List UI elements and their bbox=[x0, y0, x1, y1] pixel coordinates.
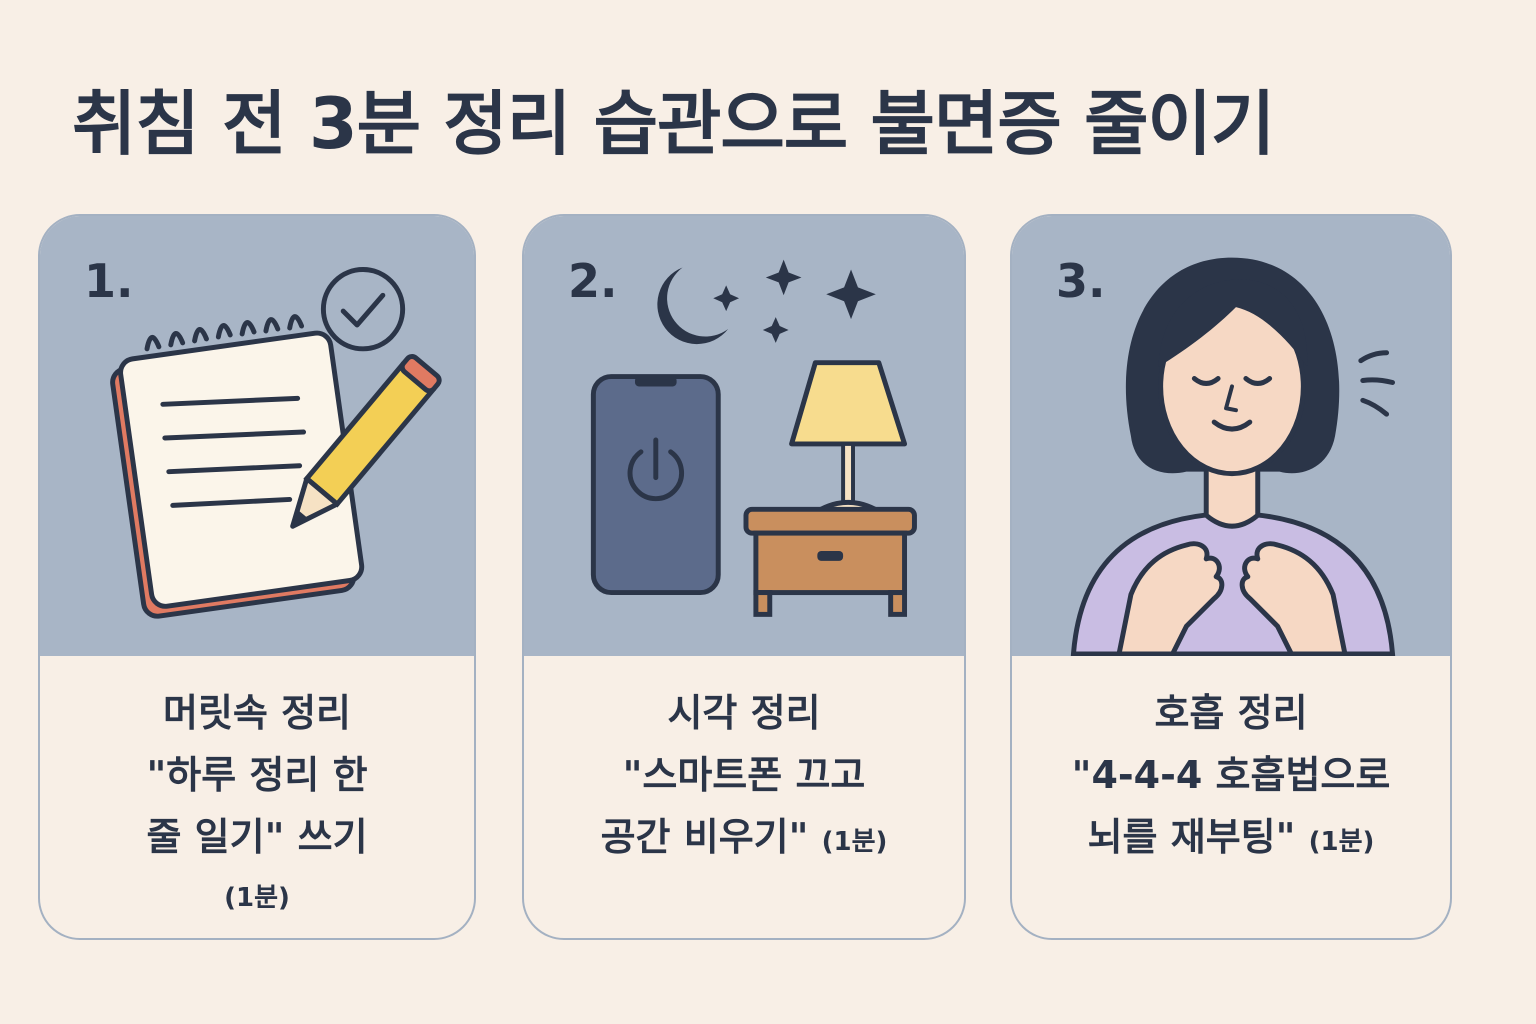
card-illustration: 1. bbox=[40, 216, 474, 656]
card-line-1: "4-4-4 호흡법으로 bbox=[1071, 753, 1391, 797]
pencil-icon bbox=[290, 354, 442, 529]
card-illustration: 2. bbox=[524, 216, 964, 656]
card-line-1: "스마트폰 끄고 bbox=[622, 753, 866, 797]
breathing-woman-illustration bbox=[1070, 257, 1396, 656]
duration-label: (1분) bbox=[1308, 827, 1375, 857]
card-illustration: 3. bbox=[1012, 216, 1450, 656]
card-caption: 시각 정리 "스마트폰 끄고 공간 비우기" (1분) bbox=[524, 682, 964, 873]
card-heading: 머릿속 정리 bbox=[162, 691, 352, 735]
card-line-1: "하루 정리 한 bbox=[146, 753, 368, 797]
checkmark-circle-icon bbox=[320, 267, 406, 352]
notepad-pencil-illustration bbox=[110, 267, 442, 619]
card-line-2: 공간 비우기" bbox=[600, 815, 809, 859]
breath-lines-icon bbox=[1358, 350, 1396, 417]
card-breath-organize: 3. 호흡 정리 "4-4-4 호흡법으로 뇌를 재부팅" (1분) bbox=[1010, 214, 1452, 940]
step-number: 3. bbox=[1056, 254, 1106, 308]
card-heading: 호흡 정리 bbox=[1154, 691, 1308, 735]
card-visual-organize: 2. 시각 정리 "스마트폰 끄고 공간 비우기" (1분) bbox=[522, 214, 966, 940]
lamp-icon bbox=[789, 360, 908, 514]
page-title: 취침 전 3분 정리 습관으로 불면증 줄이기 bbox=[72, 83, 1275, 165]
duration-label: (1분) bbox=[224, 883, 290, 913]
card-caption: 머릿속 정리 "하루 정리 한 줄 일기" 쓰기 (1분) bbox=[40, 682, 474, 923]
card-mind-organize: 1. 머릿속 정리 "하루 정리 한 줄 일기" 쓰기 (1분) bbox=[38, 214, 476, 940]
step-number: 2. bbox=[568, 254, 618, 308]
star-icon bbox=[713, 259, 876, 343]
card-heading: 시각 정리 bbox=[667, 691, 821, 735]
duration-label: (1분) bbox=[821, 827, 888, 857]
notepad-icon bbox=[110, 314, 365, 619]
nightstand-icon bbox=[743, 506, 917, 617]
card-line-2: 줄 일기" 쓰기 bbox=[146, 815, 368, 859]
breathing-woman-icon bbox=[1070, 257, 1396, 656]
phone-lamp-illustration bbox=[590, 259, 917, 617]
moon-icon bbox=[657, 267, 729, 345]
smartphone-power-icon bbox=[590, 374, 721, 596]
card-line-2: 뇌를 재부팅" bbox=[1087, 815, 1296, 859]
card-caption: 호흡 정리 "4-4-4 호흡법으로 뇌를 재부팅" (1분) bbox=[1012, 682, 1450, 873]
step-number: 1. bbox=[84, 254, 134, 308]
